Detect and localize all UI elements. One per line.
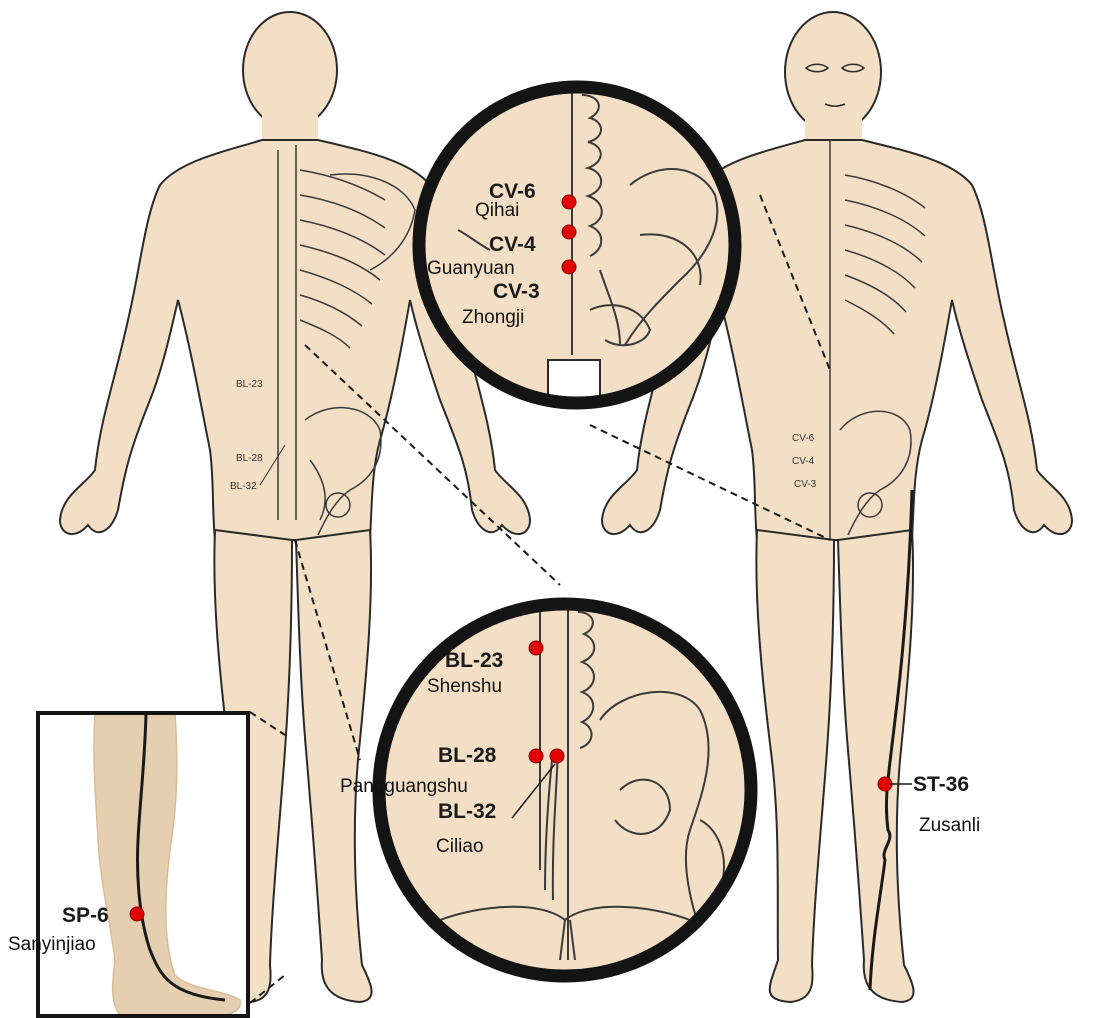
- front-head: [785, 12, 881, 132]
- abdomen-name-cv-6: Qihai: [475, 200, 519, 221]
- shin-code-st-36: ST-36: [913, 773, 969, 796]
- back-code-bl-32: BL-32: [438, 800, 496, 823]
- back-label-bl-28: BL-28: [236, 453, 263, 464]
- back-code-bl-23: BL-23: [445, 649, 503, 672]
- abdomen-point-cv-6: [562, 195, 576, 209]
- back-label-bl-23: BL-23: [236, 379, 263, 390]
- abdomen-name-cv-4: Guanyuan: [427, 258, 515, 279]
- back-head: [243, 12, 337, 128]
- front-label-cv-4: CV-4: [792, 456, 815, 467]
- abdomen-zoom-lens: CV-6 Qihai CV-4 Guanyuan CV-3 Zhongji: [419, 80, 735, 410]
- back-label-bl-32: BL-32: [230, 481, 257, 492]
- abdomen-code-cv-3: CV-3: [493, 280, 540, 303]
- back-code-bl-28: BL-28: [438, 744, 497, 767]
- leg-inset-name-sp-6: Sanyinjiao: [8, 934, 96, 955]
- leg-inset: SP-6 Sanyinjiao: [8, 713, 248, 1016]
- leg-inset-point-sp-6: [130, 907, 144, 921]
- front-label-cv-3: CV-3: [794, 479, 817, 490]
- back-right-leg: [296, 530, 372, 1002]
- back-name-bl-23: Shenshu: [427, 676, 502, 697]
- abdomen-code-cv-4: CV-4: [489, 233, 536, 256]
- shin-name-st-36: Zusanli: [919, 815, 980, 836]
- abdomen-point-cv-4: [562, 225, 576, 239]
- front-left-leg: [756, 530, 834, 1002]
- back-zoom-lens: BL-23 Shenshu BL-28 Pangguangshu BL-32 C…: [340, 600, 751, 976]
- front-label-cv-6: CV-6: [792, 433, 815, 444]
- back-point-bl-32: [550, 749, 564, 763]
- back-name-bl-28: Pangguangshu: [340, 776, 468, 797]
- shin-point-st-36: [878, 777, 892, 791]
- back-point-bl-23: [529, 641, 543, 655]
- back-point-bl-28: [529, 749, 543, 763]
- abdomen-point-cv-3: [562, 260, 576, 274]
- abdomen-name-cv-3: Zhongji: [462, 307, 524, 328]
- leg-inset-code-sp-6: SP-6: [62, 904, 109, 927]
- back-name-bl-32: Ciliao: [436, 836, 484, 857]
- front-figure-labels: CV-6 CV-4 CV-3: [792, 433, 817, 490]
